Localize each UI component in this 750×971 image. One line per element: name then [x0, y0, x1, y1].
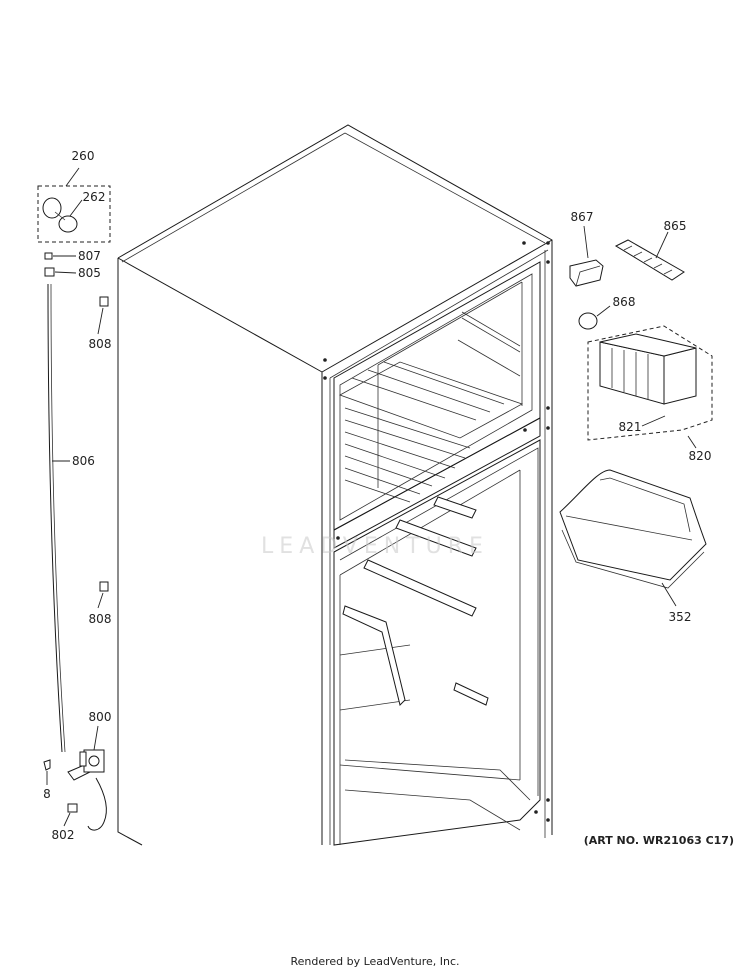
label-352: 352: [669, 610, 692, 624]
part-805-icon: [44, 267, 55, 277]
part-800-water-valve-icon: [67, 749, 107, 831]
part-260-group-box: [37, 185, 111, 243]
leader-821: [641, 415, 666, 427]
part-867-bracket-icon: [569, 259, 604, 287]
leader-867: [583, 225, 589, 259]
leader-800: [93, 725, 99, 751]
leader-820: [687, 435, 697, 449]
part-806-water-tube: [47, 283, 66, 753]
label-868: 868: [613, 295, 636, 309]
refrigerator-cabinet: [117, 124, 553, 846]
label-865: 865: [664, 219, 687, 233]
leader-868: [596, 305, 611, 317]
label-807: 807: [78, 249, 101, 263]
label-808-upper: 808: [89, 337, 112, 351]
art-number: (ART NO. WR21063 C17): [583, 834, 734, 847]
leader-865: [655, 231, 669, 259]
label-262: 262: [83, 190, 106, 204]
part-808b-icon: [99, 581, 109, 592]
label-820: 820: [689, 449, 712, 463]
watermark-text: LEADVENTURE: [261, 534, 489, 559]
label-808-lower: 808: [89, 612, 112, 626]
leader-808a: [97, 307, 104, 335]
label-806: 806: [72, 454, 95, 468]
leader-805: [54, 271, 77, 274]
part-821-ice-maker-icon: [599, 333, 697, 405]
label-8: 8: [43, 787, 51, 801]
part-807-icon: [44, 252, 53, 260]
leader-352: [661, 582, 677, 607]
label-805: 805: [78, 266, 101, 280]
part-262-icon: [42, 197, 78, 233]
rendered-by-footer: Rendered by LeadVenture, Inc.: [290, 955, 460, 968]
label-802: 802: [52, 828, 75, 842]
leader-802: [63, 812, 71, 827]
label-260: 260: [72, 149, 95, 163]
label-821: 821: [619, 420, 642, 434]
part-8-screw-icon: [43, 759, 51, 771]
label-800: 800: [89, 710, 112, 724]
part-865-rack-icon: [614, 239, 685, 281]
leader-260: [65, 167, 80, 187]
part-868-disc-icon: [578, 312, 598, 330]
part-820-group-box: [587, 325, 713, 441]
label-867: 867: [571, 210, 594, 224]
leader-262: [69, 199, 83, 217]
part-352-ice-bucket-icon: [559, 469, 707, 589]
part-808a-icon: [99, 296, 109, 307]
part-802-icon: [67, 803, 78, 813]
leader-808b: [97, 592, 104, 609]
